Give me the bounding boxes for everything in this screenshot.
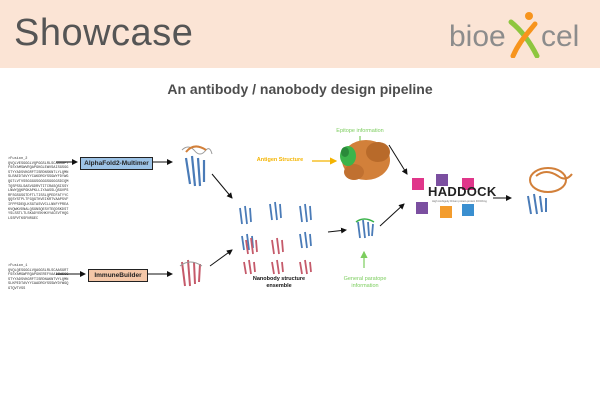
alphafold-box: AlphaFold2-Multimer xyxy=(80,157,153,170)
page-title: Showcase xyxy=(14,12,194,54)
af-model-structure xyxy=(181,145,213,187)
ensemble-red-row xyxy=(243,237,312,275)
sequence-text-top: >Fusion_2 QVQLVESGGGLVQPGGSLRLSCAASGFT F… xyxy=(8,157,69,221)
logo-text-right: cel xyxy=(541,20,580,53)
nanobody-structure xyxy=(355,218,375,239)
haddock-subtitle: High Ambiguity Driven protein-protein DO… xyxy=(432,200,487,203)
final-complex-structure xyxy=(527,167,573,215)
logo-text-left: bioe xyxy=(449,20,506,53)
arrow-ensemble-to-nanobody xyxy=(327,227,347,234)
immunebuilder-box: ImmuneBuilder xyxy=(88,269,148,282)
arrow-to-ensemble-bottom xyxy=(209,249,233,267)
logo-x-icon xyxy=(508,12,540,58)
ib-model-structure xyxy=(179,259,203,287)
arrow-to-ensemble-top xyxy=(211,173,233,199)
bioexcel-logo: bioe cel xyxy=(447,6,595,62)
epitope-information-label: Epitope information xyxy=(336,128,384,134)
ensemble-blue-row xyxy=(239,201,312,251)
haddock-puzzle-graphic xyxy=(412,174,474,218)
arrow-antigen-to-haddock xyxy=(388,144,408,175)
arrow-nanobody-to-haddock xyxy=(379,203,405,227)
haddock-label: HADDOCK xyxy=(428,184,497,199)
header-banner: Showcase bioe cel xyxy=(0,0,600,68)
ensemble-label: Nanobody structure ensemble xyxy=(252,276,306,289)
slide-subtitle: An antibody / nanobody design pipeline xyxy=(167,81,433,97)
antigen-structure xyxy=(340,140,390,180)
antigen-structure-label: Antigen Structure xyxy=(256,157,304,163)
paratope-label: General paratope information xyxy=(343,276,387,289)
sequence-text-bottom: >Fusion_1 QVQLQESGGGLVQAGGSLRLSCAASGRT F… xyxy=(8,264,69,291)
